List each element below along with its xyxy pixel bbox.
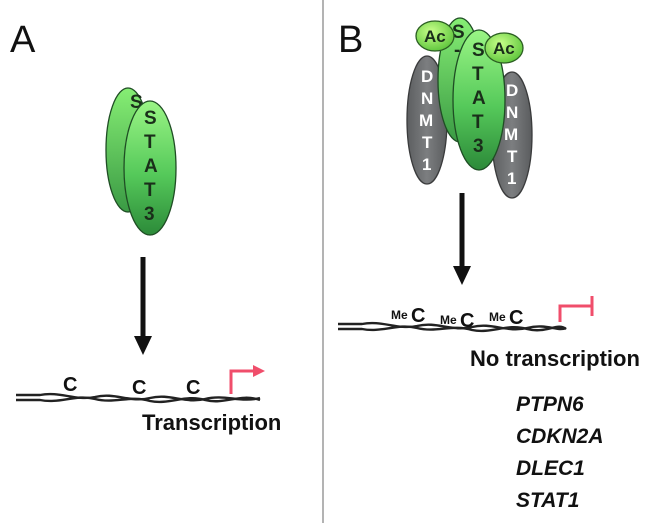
acetyl-left-label: Ac	[424, 27, 446, 46]
no-transcription-label: No transcription	[470, 346, 640, 371]
methyl-cytosine-3: C	[509, 307, 523, 329]
stat3-b-letter-3: A	[472, 88, 486, 109]
dnmt1-right-letter-2: N	[506, 103, 518, 122]
stat3-letter-1: S	[144, 108, 157, 129]
stat3-letter-5: 3	[144, 204, 155, 225]
dnmt1-right-letter-1: D	[506, 81, 518, 100]
dnmt1-left-letter-4: T	[422, 133, 433, 152]
dnmt1-right-letter-4: T	[507, 147, 518, 166]
transcription-label: Transcription	[142, 410, 281, 435]
stat3-letter-2: T	[144, 132, 156, 153]
stat3-b-letter-4: T	[472, 112, 484, 133]
gene-1: PTPN6	[516, 393, 584, 416]
blocked-promoter-b	[558, 296, 594, 322]
promoter-arrow-a	[229, 365, 265, 394]
gene-list: PTPN6 CDKN2A DLEC1 STAT1	[516, 393, 604, 512]
stat3-letter-4: T	[144, 180, 156, 201]
dna-strand-b	[338, 321, 567, 333]
dnmt1-right-letter-5: 1	[507, 169, 516, 188]
cytosine-a-3: C	[186, 377, 200, 399]
stat3-b-letter-2: T	[472, 64, 484, 85]
stat3-dimer-a: S - S T A T 3	[105, 87, 177, 236]
dnmt1-left-letter-5: 1	[422, 155, 431, 174]
gene-3: DLEC1	[516, 457, 585, 480]
cytosine-a-2: C	[132, 377, 146, 399]
methyl-label-2: Me	[440, 313, 457, 327]
acetyl-left: Ac	[415, 20, 455, 52]
stat3-b-letter-5: 3	[473, 136, 484, 157]
dnmt1-left-letter-3: M	[419, 111, 433, 130]
panel-a-letter: A	[10, 19, 36, 61]
methyl-cytosine-2: C	[460, 310, 474, 332]
acetyl-right: Ac	[484, 32, 524, 64]
gene-2: CDKN2A	[516, 425, 604, 448]
stat3-b-back-letter-dash: -	[454, 40, 460, 61]
dnmt1-left: D N M T 1	[406, 55, 448, 185]
dnmt1-right-letter-3: M	[504, 125, 518, 144]
arrow-down-b	[453, 193, 471, 285]
stat3-letter-3: A	[144, 156, 158, 177]
stat3-b-letter-1: S	[472, 40, 485, 61]
stat3-dimer-b: S - S T A T 3	[437, 17, 506, 171]
methyl-label-1: Me	[391, 308, 408, 322]
dna-strand-a	[16, 392, 261, 404]
dnmt1-left-letter-1: D	[421, 67, 433, 86]
stat3-b-back-letter-s: S	[452, 22, 465, 43]
acetyl-right-label: Ac	[493, 39, 515, 58]
methyl-label-3: Me	[489, 310, 506, 324]
cytosine-a-1: C	[63, 374, 77, 396]
arrow-down-a	[134, 257, 152, 355]
methyl-cytosine-1: C	[411, 305, 425, 327]
dnmt1-left-letter-2: N	[421, 89, 433, 108]
panel-b-letter: B	[338, 19, 363, 61]
gene-4: STAT1	[516, 489, 579, 512]
